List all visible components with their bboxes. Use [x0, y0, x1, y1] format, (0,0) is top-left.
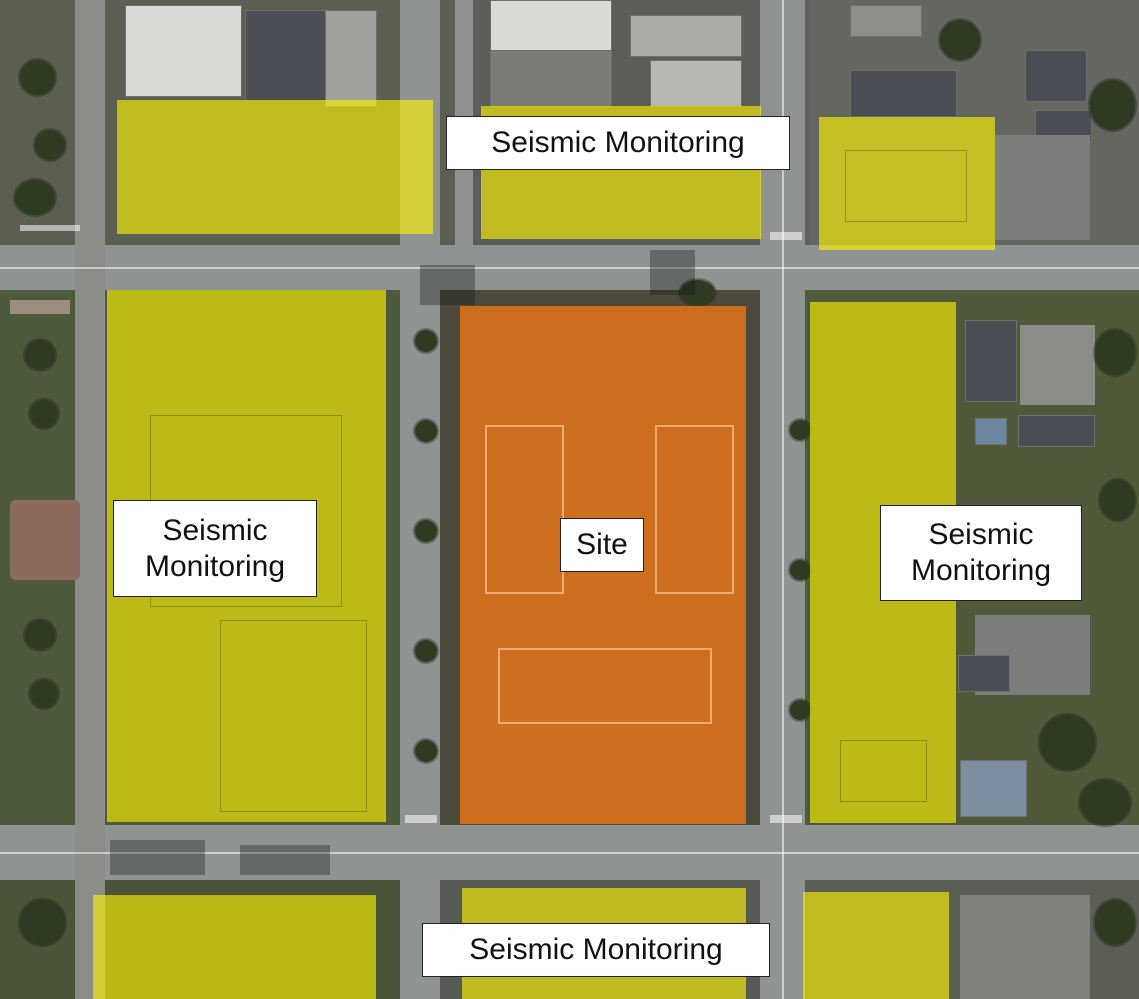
building-roof: [965, 320, 1017, 402]
site-building-outline: [655, 425, 734, 594]
building-roof: [1018, 415, 1095, 447]
tree: [30, 400, 58, 428]
shadow: [650, 250, 695, 295]
building-roof: [850, 5, 922, 37]
tree: [15, 180, 55, 215]
tree: [1040, 715, 1095, 770]
tree: [20, 60, 55, 95]
crosswalk: [770, 815, 802, 823]
lane-mark: [0, 852, 1139, 854]
building-roof: [490, 50, 612, 107]
tree: [25, 620, 55, 650]
road-west-edge: [75, 0, 105, 999]
tree: [415, 520, 437, 542]
monitoring-zone-sw: [93, 895, 376, 999]
building-roof: [325, 10, 377, 107]
lane-mark: [782, 0, 784, 999]
tree: [415, 640, 437, 662]
building-roof: [245, 10, 337, 102]
parking-lot: [995, 135, 1090, 240]
tree: [35, 130, 65, 160]
shadow: [110, 840, 205, 875]
site-building-outline: [485, 425, 564, 594]
parking-lot: [960, 895, 1090, 999]
monitoring-zone-nw: [117, 100, 433, 234]
label-seismic-monitoring-left: Seismic Monitoring: [113, 500, 317, 597]
crosswalk: [405, 815, 437, 823]
building-roof: [850, 70, 957, 117]
tree: [680, 280, 715, 305]
tree: [1095, 330, 1135, 375]
crosswalk: [20, 225, 80, 231]
tree: [415, 420, 437, 442]
shadow: [420, 265, 475, 305]
tree: [1090, 80, 1135, 130]
building-roof: [1025, 50, 1087, 102]
monitoring-zone-se: [803, 892, 949, 999]
tree: [30, 680, 58, 708]
tree: [415, 330, 437, 352]
tree: [1080, 780, 1130, 825]
tree: [20, 900, 65, 945]
label-seismic-monitoring-right: Seismic Monitoring: [880, 505, 1082, 601]
building-outline: [220, 620, 367, 812]
building-roof: [975, 418, 1007, 445]
tree: [25, 340, 55, 370]
building-outline: [845, 150, 967, 222]
tree: [1100, 480, 1135, 520]
monitoring-zone-ne: [819, 117, 995, 250]
lane-mark: [0, 267, 1139, 269]
crosswalk: [770, 232, 802, 240]
label-seismic-monitoring-top: Seismic Monitoring: [446, 116, 790, 170]
shadow: [240, 845, 330, 875]
building-roof: [490, 0, 612, 52]
tree: [790, 700, 810, 720]
label-site: Site: [560, 518, 644, 572]
building-roof: [125, 5, 242, 97]
site-building-outline: [498, 648, 712, 724]
plaza: [10, 500, 80, 580]
parking-lot: [1020, 325, 1095, 405]
building-roof: [630, 15, 742, 57]
building-roof: [960, 760, 1027, 817]
building-roof: [958, 655, 1010, 692]
label-seismic-monitoring-bottom: Seismic Monitoring: [422, 923, 770, 977]
plaza-path: [10, 300, 70, 314]
tree: [1095, 900, 1135, 945]
building-roof: [650, 60, 742, 107]
tree: [790, 560, 810, 580]
building-outline: [840, 740, 927, 802]
tree: [940, 20, 980, 60]
tree: [790, 420, 810, 440]
tree: [415, 740, 437, 762]
